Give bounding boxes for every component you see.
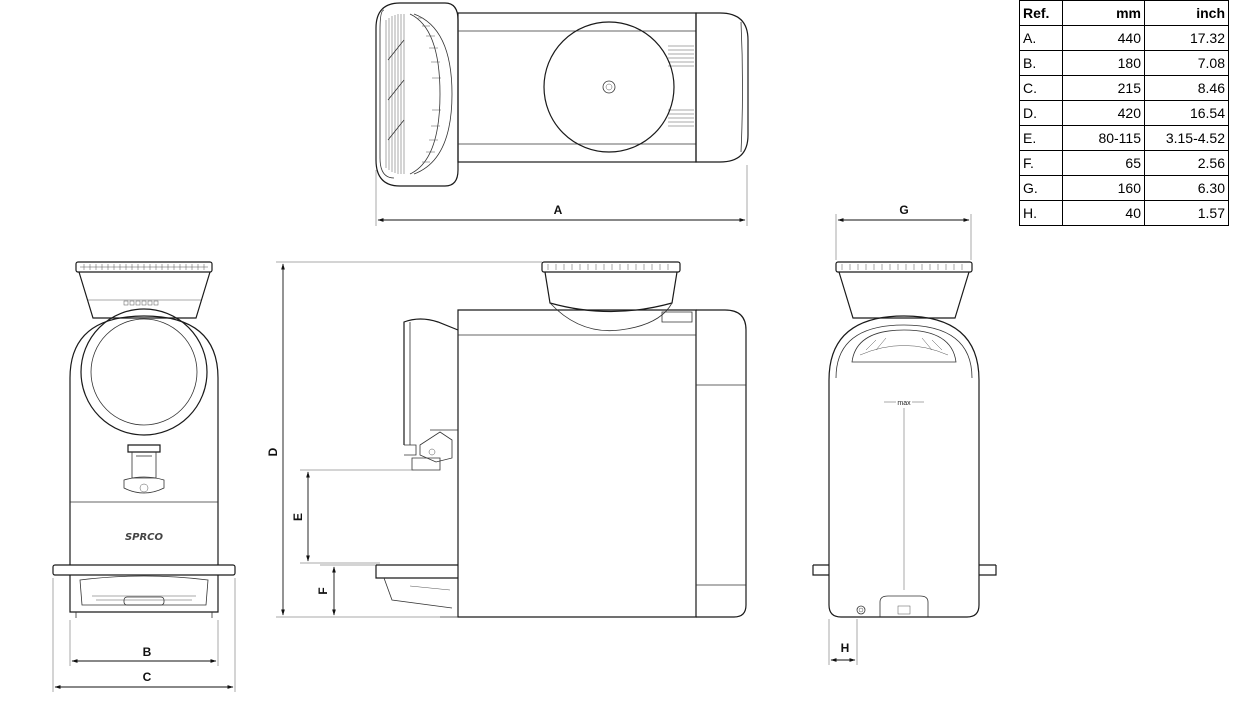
cell-ref: E. [1019, 125, 1063, 151]
dim-label-a: A [554, 203, 563, 217]
table-row: B. 180 7.08 [1019, 50, 1229, 76]
dimension-h: H [828, 619, 858, 665]
dimension-a: A [375, 165, 748, 226]
cell-inch: 16.54 [1144, 100, 1229, 126]
front-view: SPRCO [52, 261, 236, 618]
rear-view: max [812, 261, 997, 618]
cell-ref: H. [1019, 200, 1063, 226]
table-row: A. 440 17.32 [1019, 25, 1229, 51]
dimension-e: E [291, 469, 414, 564]
cell-ref: G. [1019, 175, 1063, 201]
table-row: E. 80-115 3.15-4.52 [1019, 125, 1229, 151]
header-ref: Ref. [1019, 0, 1063, 26]
table-header-row: Ref. mm inch [1019, 0, 1229, 26]
dim-label-f: F [316, 587, 330, 594]
dim-label-b: B [143, 645, 152, 659]
table-row: D. 420 16.54 [1019, 100, 1229, 126]
cell-inch: 3.15-4.52 [1144, 125, 1229, 151]
cell-inch: 17.32 [1144, 25, 1229, 51]
cell-mm: 80-115 [1062, 125, 1145, 151]
cell-mm: 40 [1062, 200, 1145, 226]
dim-label-e: E [291, 513, 305, 521]
cell-mm: 180 [1062, 50, 1145, 76]
dim-label-h: H [841, 641, 850, 655]
header-mm: mm [1062, 0, 1145, 26]
cell-inch: 8.46 [1144, 75, 1229, 101]
top-view [375, 2, 749, 187]
cell-mm: 440 [1062, 25, 1145, 51]
max-level-mark: max [897, 400, 911, 407]
cell-ref: D. [1019, 100, 1063, 126]
cell-ref: B. [1019, 50, 1063, 76]
dimension-c: C [52, 578, 236, 692]
cell-mm: 160 [1062, 175, 1145, 201]
dimension-b: B [69, 620, 219, 666]
dimension-reference-table: Ref. mm inch A. 440 17.32 B. 180 7.08 C.… [1019, 0, 1229, 226]
cell-mm: 65 [1062, 150, 1145, 176]
dim-label-g: G [899, 203, 908, 217]
dimension-f: F [316, 564, 376, 616]
brand-logo: SPRCO [125, 532, 164, 543]
table-row: C. 215 8.46 [1019, 75, 1229, 101]
cell-inch: 2.56 [1144, 150, 1229, 176]
dimension-d: D [266, 261, 542, 618]
table-row: H. 40 1.57 [1019, 200, 1229, 226]
cell-inch: 6.30 [1144, 175, 1229, 201]
cell-inch: 7.08 [1144, 50, 1229, 76]
cell-mm: 420 [1062, 100, 1145, 126]
dimension-g: G [835, 203, 972, 260]
cell-ref: F. [1019, 150, 1063, 176]
cell-ref: C. [1019, 75, 1063, 101]
dim-label-d: D [266, 447, 280, 456]
cell-inch: 1.57 [1144, 200, 1229, 226]
side-view [375, 261, 747, 618]
cell-mm: 215 [1062, 75, 1145, 101]
table-row: F. 65 2.56 [1019, 150, 1229, 176]
cell-ref: A. [1019, 25, 1063, 51]
table-row: G. 160 6.30 [1019, 175, 1229, 201]
header-inch: inch [1144, 0, 1229, 26]
dim-label-c: C [143, 670, 152, 684]
